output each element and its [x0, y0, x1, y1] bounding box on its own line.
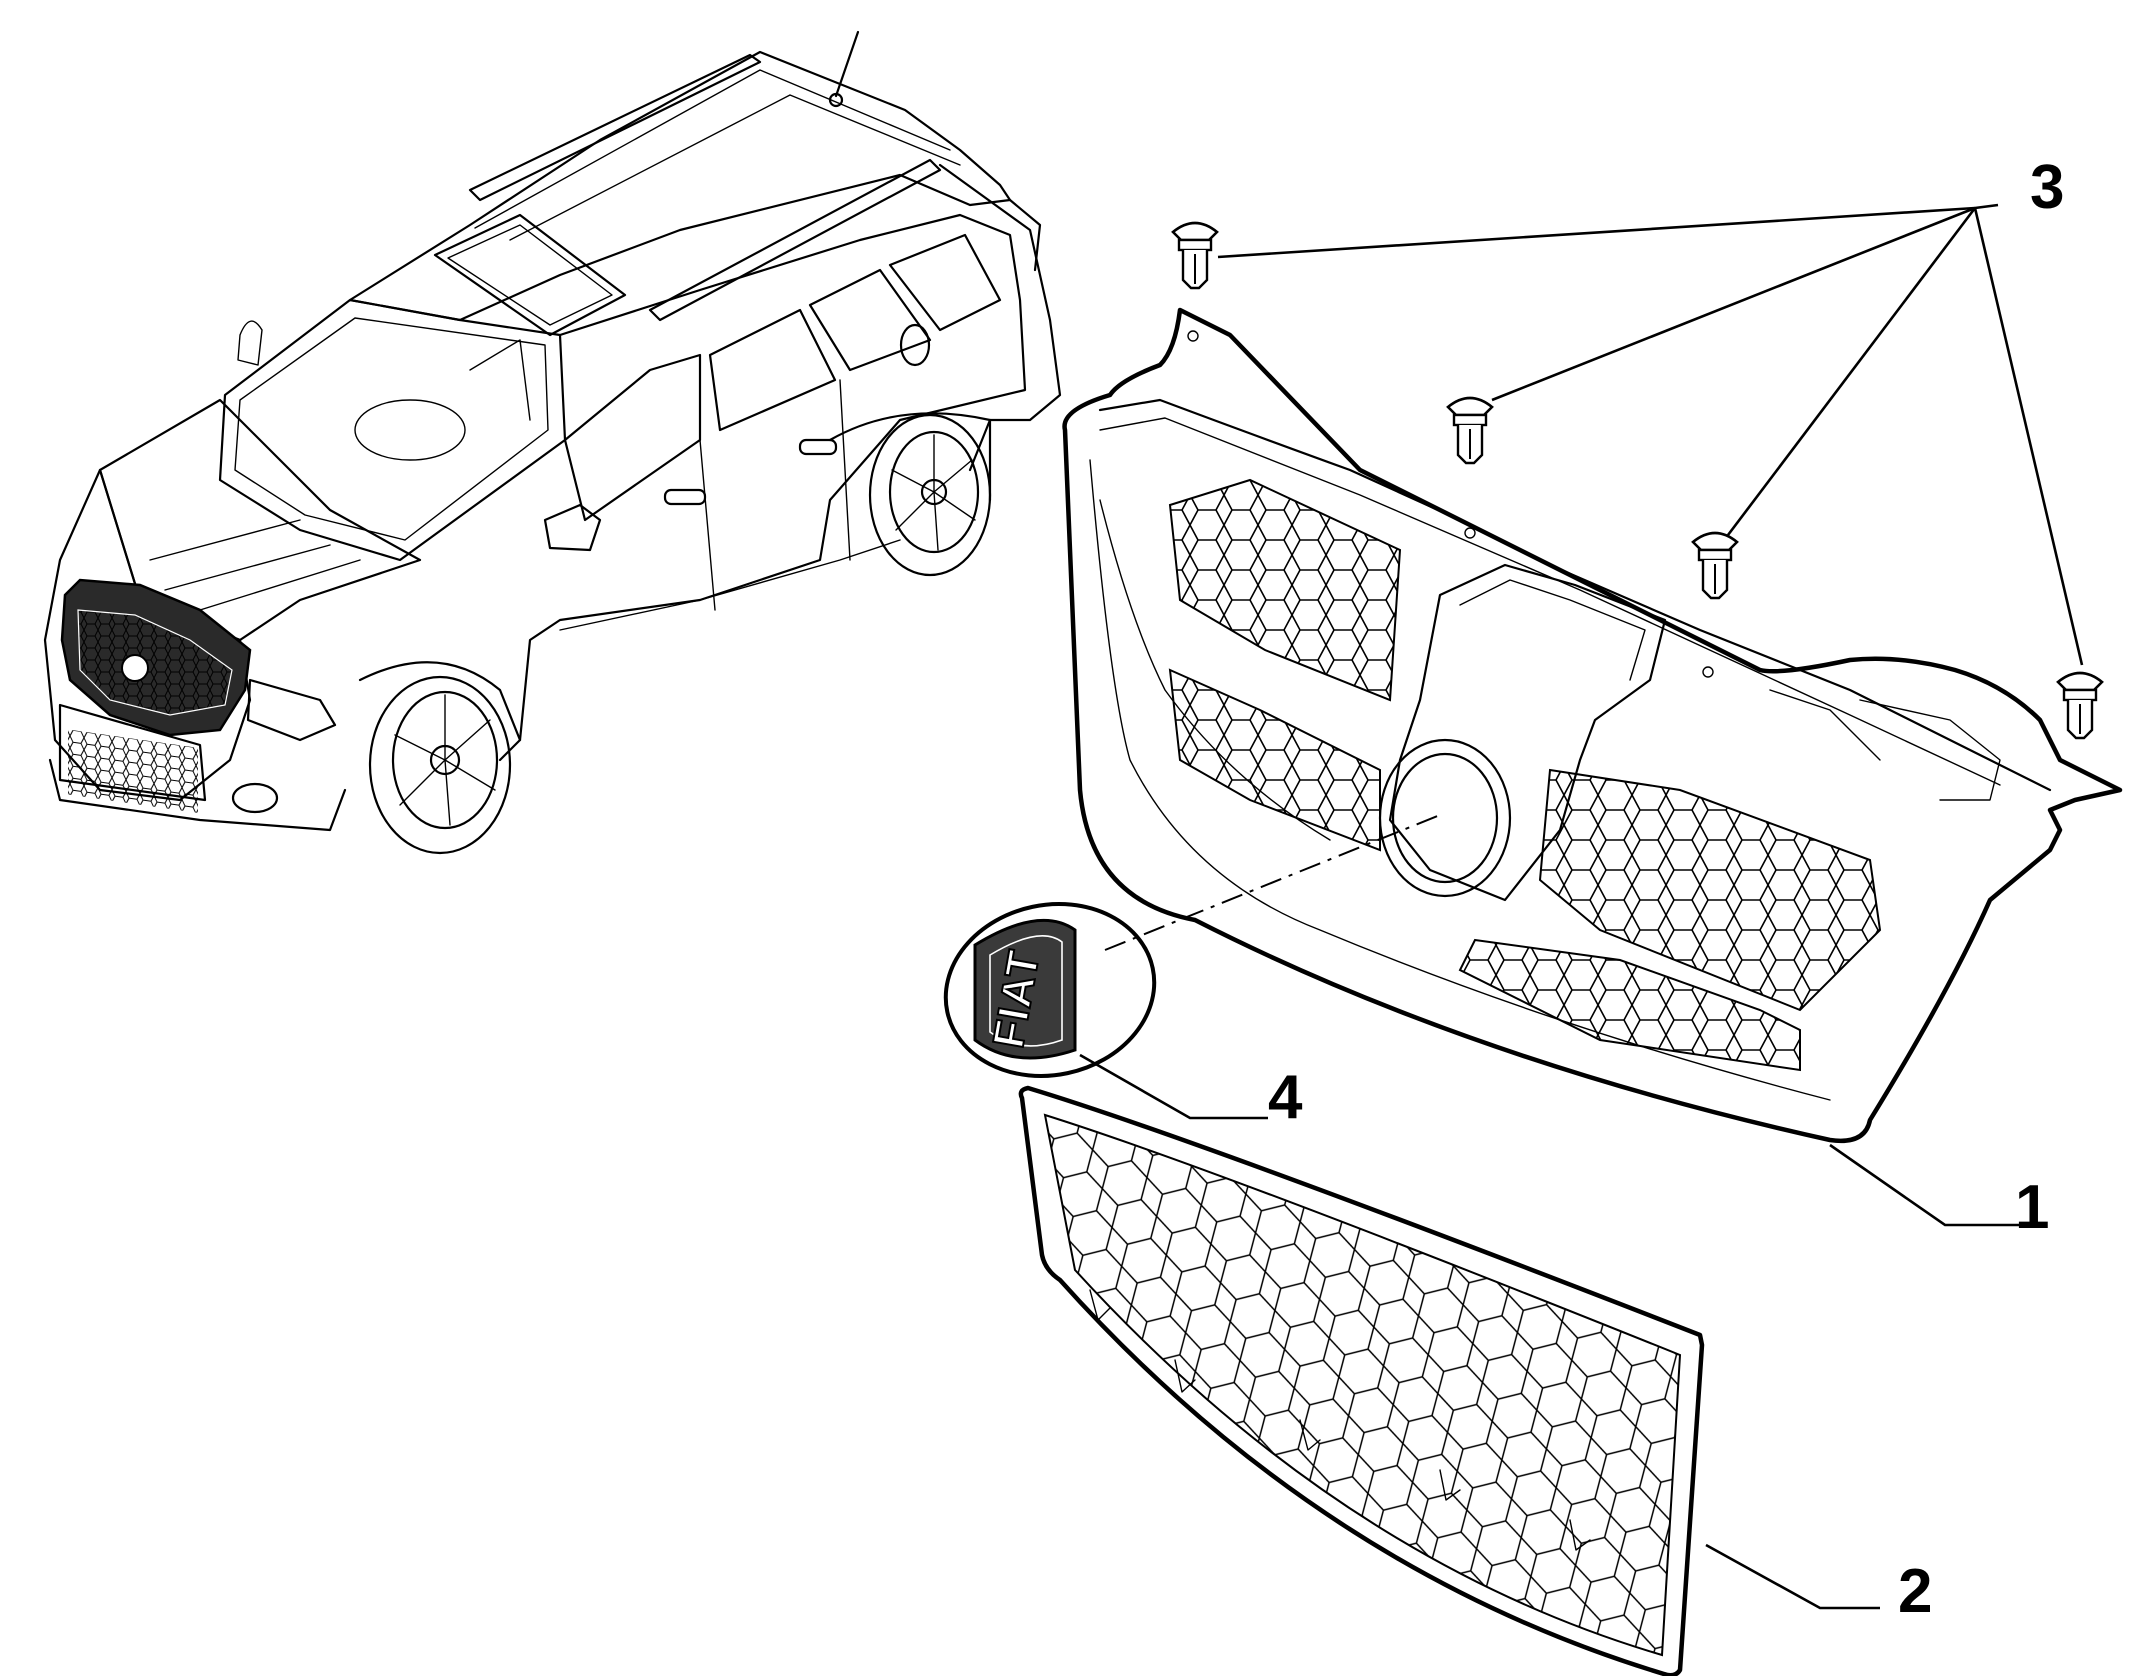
clip-1: [1171, 221, 1219, 290]
lower-grille: [1018, 1085, 1705, 1676]
fiat-emblem: FIAT: [943, 902, 1157, 1078]
callout-2: 2: [1898, 1557, 1932, 1626]
clip-2: [1446, 396, 1494, 465]
callout-4: 4: [1268, 1063, 1303, 1132]
clips-group: [1171, 221, 2104, 740]
leader-lines: [1079, 203, 2084, 1610]
callout-1: 1: [2015, 1173, 2049, 1242]
clip-3: [1691, 531, 1739, 600]
clip-4: [2056, 671, 2104, 740]
callout-3: 3: [2030, 153, 2064, 222]
centerline: [1104, 814, 1441, 951]
vehicle-illustration: [43, 30, 1062, 855]
upper-grille: [1062, 307, 2123, 1144]
